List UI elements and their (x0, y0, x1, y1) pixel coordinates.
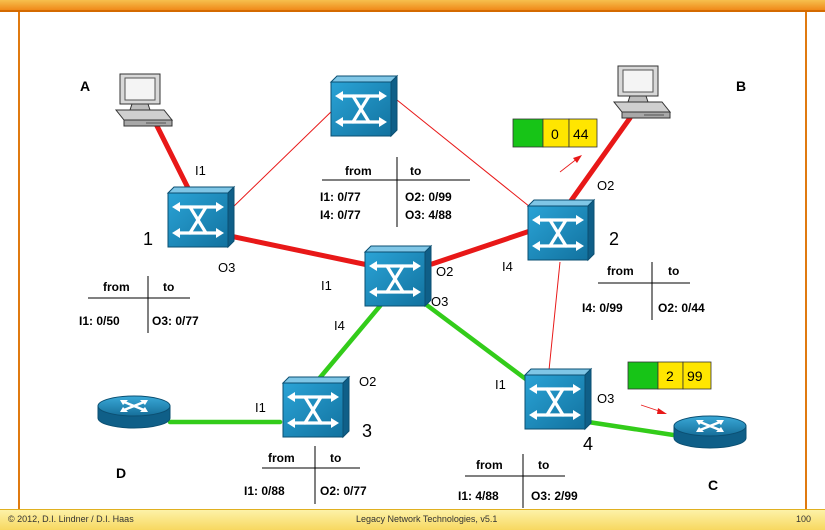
table-1-from-header: from (103, 280, 130, 294)
pc-icon-b (613, 65, 671, 119)
frame-c-field-1: 2 (666, 368, 674, 384)
port-label-c-o2: O2 (436, 264, 453, 279)
table-4-from-header: from (476, 458, 503, 472)
forwarding-table-center: from to I1: 0/77 O2: 0/99 I4: 0/77 O3: 4… (320, 157, 470, 227)
router-icon-d (96, 394, 172, 430)
table-4-from-value: I1: 4/88 (458, 489, 499, 503)
switch-label-1: 1 (143, 229, 153, 249)
switch-icon-center (363, 244, 433, 308)
forwarding-table-3: from to I1: 0/88 O2: 0/77 (244, 446, 367, 504)
table-center-from-2: I4: 0/77 (320, 208, 361, 222)
footer-course-title: Legacy Network Technologies, v5.1 (356, 514, 498, 524)
port-label-s3-o2: O2 (359, 374, 376, 389)
port-label-c-i1: I1 (321, 278, 332, 293)
port-label-s4-o3: O3 (597, 391, 614, 406)
table-2-to-header: to (668, 264, 679, 278)
table-2-from-value: I4: 0/99 (582, 301, 623, 315)
footer-copyright: © 2012, D.I. Lindner / D.I. Haas (8, 514, 134, 524)
table-3-from-value: I1: 0/88 (244, 484, 285, 498)
router-icon-c (672, 414, 748, 450)
switch-label-2: 2 (609, 229, 619, 249)
table-center-to-2: O3: 4/88 (405, 208, 452, 222)
table-2-to-value: O2: 0/44 (658, 301, 705, 315)
footer: © 2012, D.I. Lindner / D.I. Haas Legacy … (0, 509, 825, 530)
host-label-c: C (708, 477, 718, 493)
switch-icon-top (329, 74, 399, 138)
host-label-d: D (116, 465, 126, 481)
switch-label-4: 4 (583, 434, 593, 454)
port-label-c-i4: I4 (334, 318, 345, 333)
switch-icon-2 (526, 198, 596, 262)
table-center-from-header: from (345, 164, 372, 178)
frame-left-border (18, 12, 20, 509)
port-label-s2-o2: O2 (597, 178, 614, 193)
switch-icon-3 (281, 375, 351, 439)
table-1-to-value: O3: 0/77 (152, 314, 199, 328)
link-s2-s4 (547, 261, 561, 381)
table-2-from-header: from (607, 264, 634, 278)
footer-page-number: 100 (796, 514, 812, 524)
table-3-from-header: from (268, 451, 295, 465)
frame-b-field-2: 44 (573, 126, 589, 142)
port-label-s3-i1: I1 (255, 400, 266, 415)
table-4-to-value: O3: 2/99 (531, 489, 578, 503)
frame-c-field-2: 99 (687, 368, 703, 384)
port-label-s1-o3: O3 (218, 260, 235, 275)
port-label-c-o3: O3 (431, 294, 448, 309)
port-label-s1-i1: I1 (195, 163, 206, 178)
network-diagram: A B D C 1 2 3 4 I1 O3 O2 I4 I1 O2 O3 I4 … (79, 65, 748, 508)
table-center-from-1: I1: 0/77 (320, 190, 361, 204)
frame-right-border (805, 12, 807, 509)
table-center-to-1: O2: 0/99 (405, 190, 452, 204)
table-3-to-header: to (330, 451, 341, 465)
frame-to-b: 0 44 (512, 118, 598, 173)
table-4-to-header: to (538, 458, 549, 472)
table-3-to-value: O2: 0/77 (320, 484, 367, 498)
switch-icon-1 (166, 185, 236, 249)
forwarding-table-4: from to I1: 4/88 O3: 2/99 (458, 454, 578, 508)
frame-b-field-1: 0 (551, 126, 559, 142)
host-label-b: B (736, 78, 746, 94)
forwarding-table-2: from to I4: 0/99 O2: 0/44 (582, 262, 705, 320)
host-label-a: A (80, 78, 90, 94)
table-1-to-header: to (163, 280, 174, 294)
link-top-s2 (396, 99, 541, 216)
switch-label-3: 3 (362, 421, 372, 441)
port-label-s2-i4: I4 (502, 259, 513, 274)
table-1-from-value: I1: 0/50 (79, 314, 120, 328)
switch-icon-4 (523, 367, 593, 431)
title-bar (0, 0, 825, 12)
frame-to-c: 2 99 (627, 361, 712, 414)
green-path (167, 297, 683, 439)
table-center-to-header: to (410, 164, 421, 178)
port-label-s4-i1: I1 (495, 377, 506, 392)
link-s1-top (229, 107, 336, 211)
pc-icon-a (115, 73, 173, 127)
forwarding-table-1: from to I1: 0/50 O3: 0/77 (79, 276, 199, 333)
